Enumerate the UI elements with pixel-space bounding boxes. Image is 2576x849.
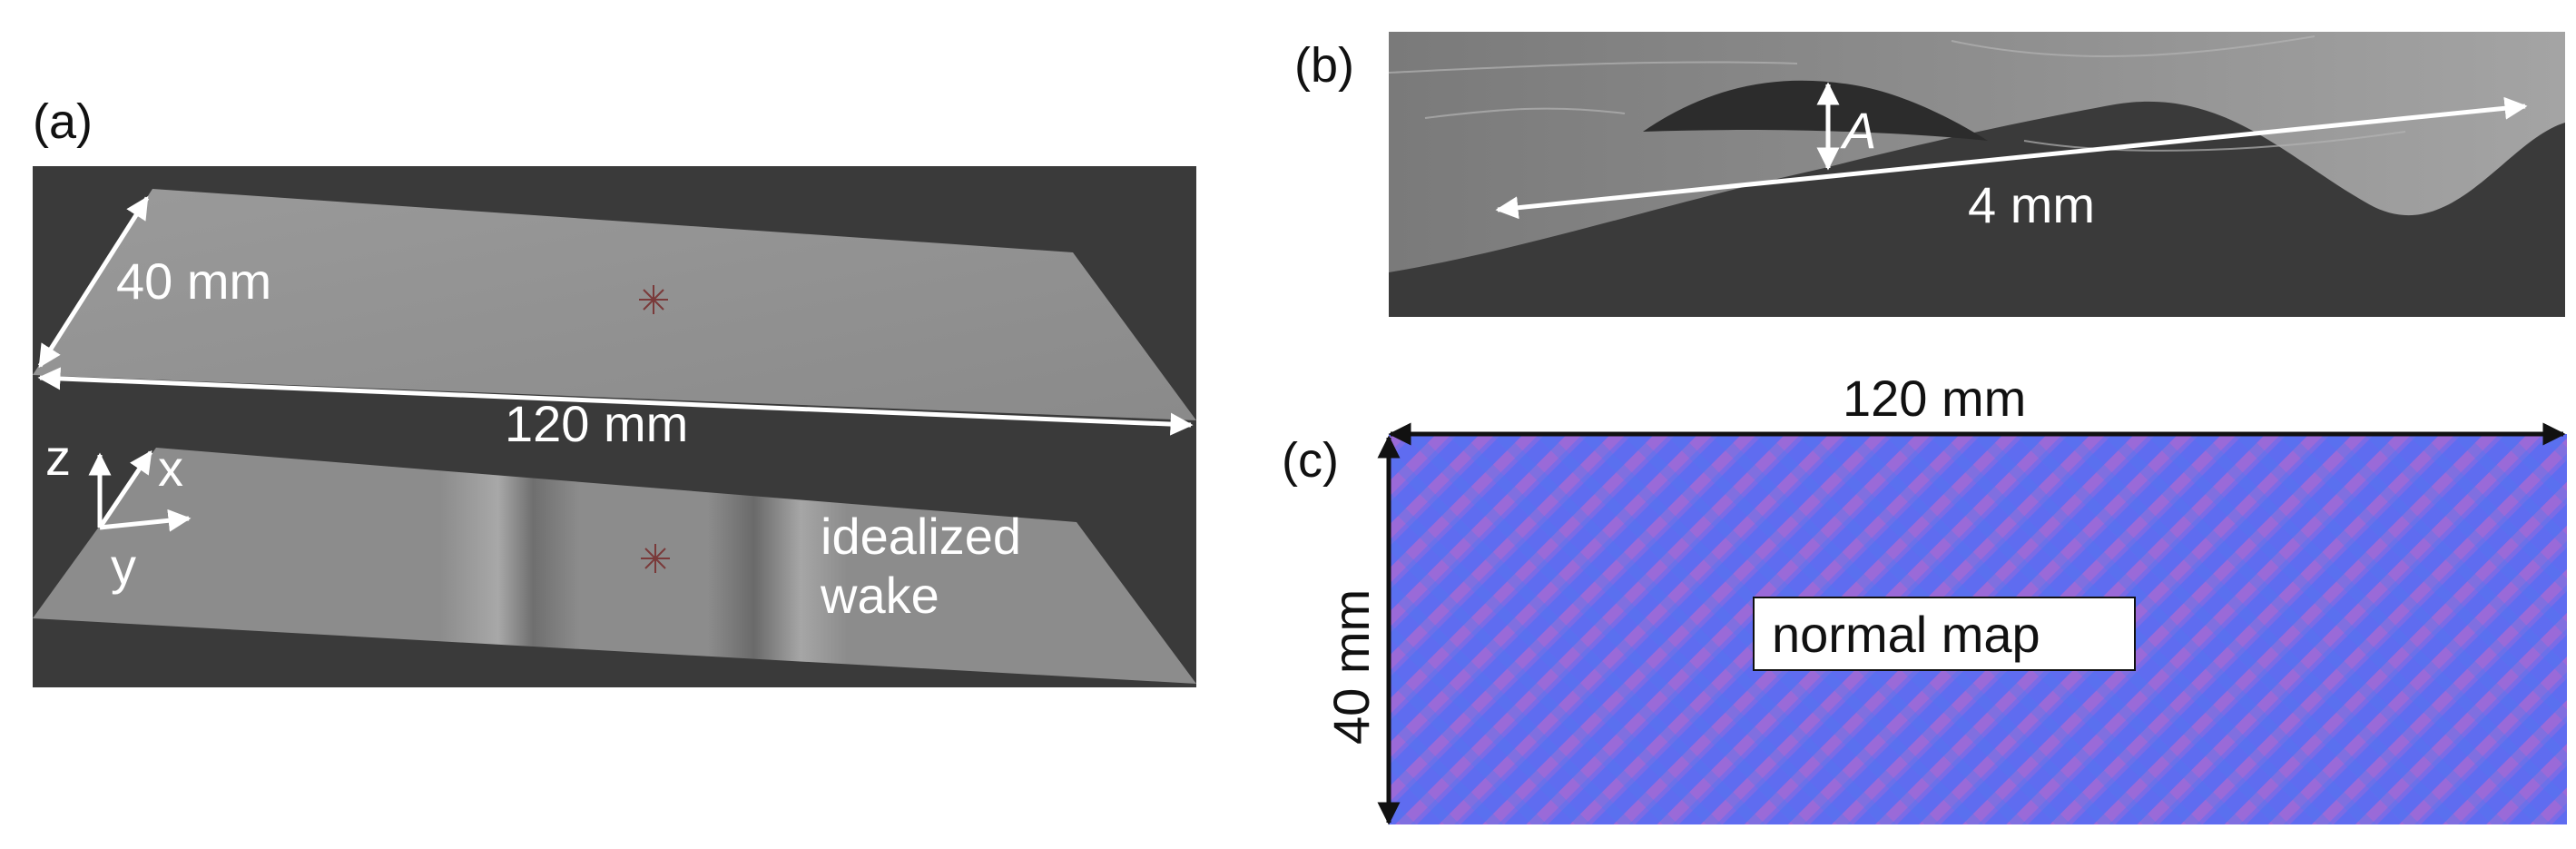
wavelength-arrow	[1495, 96, 2528, 220]
length-dimension-label: 120 mm	[505, 395, 688, 452]
panel-c-label: (c)	[1282, 433, 1339, 488]
amplitude-label: A	[1840, 102, 1876, 159]
width-dimension-arrow	[37, 195, 150, 369]
axis-x-label: x	[158, 439, 183, 497]
length-dimension-arrow	[37, 367, 1194, 436]
panel-a-label: (a)	[33, 94, 93, 149]
flat-plate	[33, 189, 1196, 420]
width-dimension-label: 40 mm	[116, 252, 271, 310]
origin-marker-upper	[639, 285, 668, 314]
panel-c-figure: 120 mm 40 mm normal map	[1322, 370, 2567, 825]
map-label-box	[1753, 597, 2136, 671]
length-dimension-label: 120 mm	[1843, 370, 2026, 427]
panel-b-render: A 4 mm	[1389, 32, 2565, 317]
wavy-surface	[1389, 32, 2565, 272]
wavelength-label: 4 mm	[1968, 176, 2095, 233]
axis-y-label: y	[111, 538, 136, 595]
wake-label-line1: idealized	[821, 508, 1021, 565]
axis-z-label: z	[45, 429, 71, 486]
panel-b-label: (b)	[1294, 38, 1354, 93]
wake-label-line2: wake	[820, 567, 939, 624]
wake-plate	[33, 448, 1196, 684]
origin-marker-lower	[641, 544, 670, 573]
width-dimension-label: 40 mm	[1322, 589, 1380, 745]
panel-a-render: 40 mm 120 mm z x y idealized wake	[33, 166, 1196, 687]
coordinate-axes	[88, 449, 192, 532]
map-label: normal map	[1772, 606, 2040, 663]
